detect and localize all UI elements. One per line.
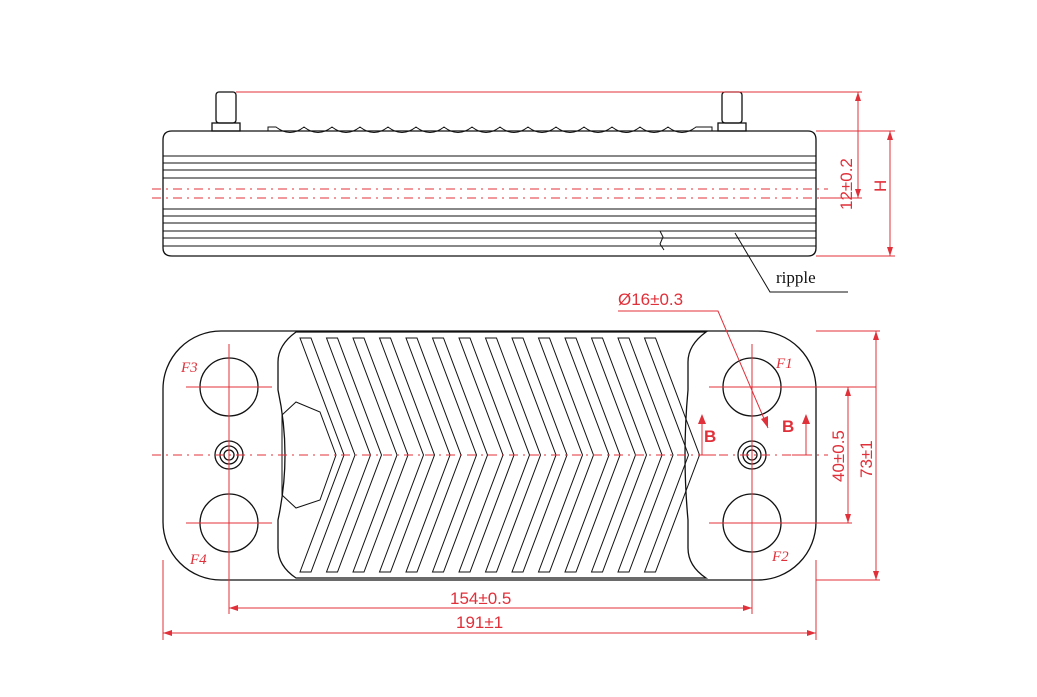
label-f3: F3 (180, 360, 198, 376)
dim-port-spacing-v: 40±0.5 (829, 430, 848, 482)
dim-overall-length: 191±1 (456, 613, 503, 632)
plate-outline (162, 330, 817, 581)
label-f1: F1 (775, 356, 793, 372)
chevron-rib (378, 337, 436, 573)
ripple-leader (734, 232, 848, 293)
plate-lines (163, 155, 816, 247)
chevron-rib (484, 337, 542, 573)
chevron-rib (643, 337, 701, 573)
dim-overall-height: 73±1 (857, 440, 876, 478)
diamond-boss (281, 401, 337, 509)
label-f2: F2 (771, 549, 789, 565)
dim-height-tol: 12±0.2 (837, 158, 856, 210)
chevron-rib (431, 337, 489, 573)
connector-pin-right (717, 91, 747, 132)
connector-pin-left (211, 91, 241, 132)
dim-height-label: H (871, 180, 890, 192)
port-diameter-leader (618, 310, 769, 429)
side-view-body (162, 130, 817, 257)
section-b-right: B (782, 417, 794, 436)
front-view: F3 F4 F1 F2 B B Ø16±0.3 40±0.5 73 (152, 290, 880, 640)
side-view: 12±0.2 H ripple (152, 91, 895, 293)
ripple-label: ripple (776, 268, 816, 287)
ripple-wave (267, 126, 713, 133)
chevron-rib (352, 337, 409, 573)
section-b-left: B (704, 427, 716, 446)
gasket-outline (277, 331, 709, 579)
dim-port-diameter: Ø16±0.3 (618, 290, 683, 309)
dim-port-spacing-h: 154±0.5 (450, 589, 511, 608)
label-f4: F4 (189, 552, 207, 568)
break-mark (659, 230, 665, 251)
chevron-rib (537, 337, 595, 573)
